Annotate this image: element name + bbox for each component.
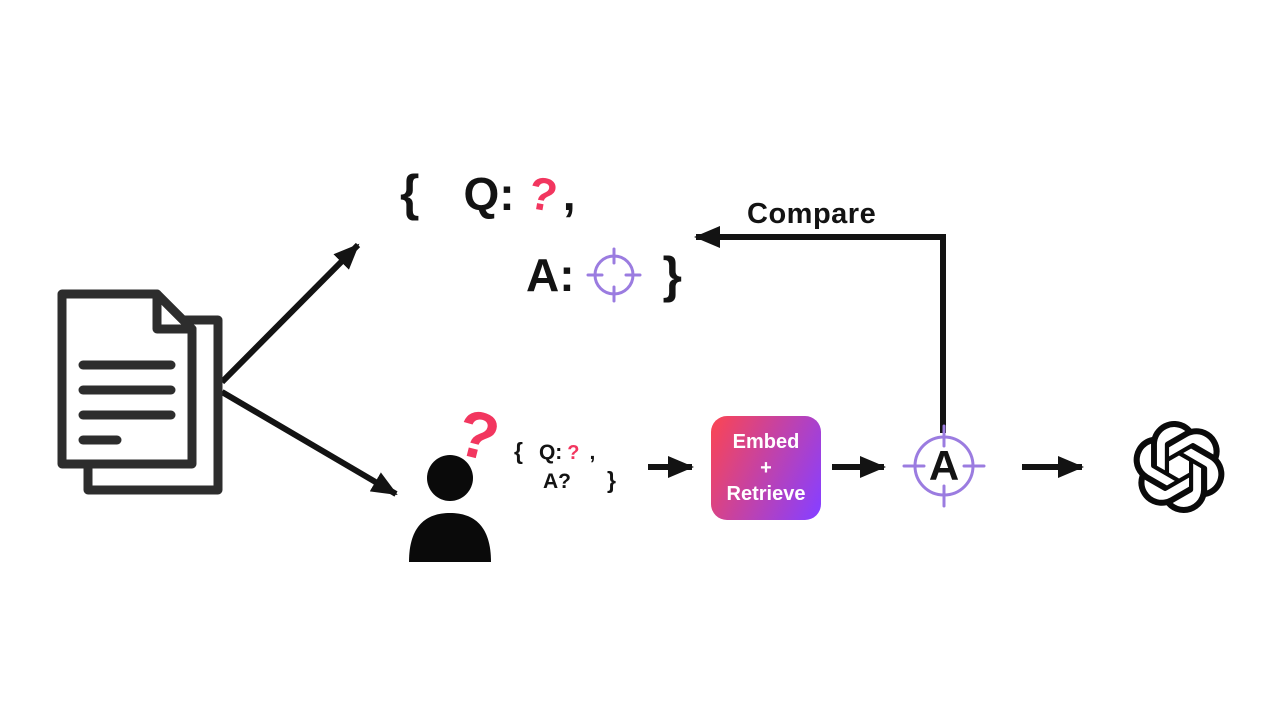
openai-logo-icon [1133, 421, 1225, 513]
user-query-question-row: { Q: ? , [514, 438, 596, 464]
front-page [57, 289, 197, 469]
question-mark-icon: ? [524, 165, 561, 223]
compare-label: Compare [747, 198, 877, 230]
qa-template-answer-row: A: } [526, 246, 682, 304]
retrieve-label: Retrieve [726, 483, 806, 505]
person-icon [409, 455, 491, 562]
arrow-doc-to-user [220, 389, 398, 497]
answer-target-icon: A [902, 424, 986, 508]
page-fold [152, 289, 197, 334]
open-brace: { [400, 165, 420, 221]
answer-letter: A [929, 442, 959, 489]
qa-template-question-row: { Q: ? , [400, 165, 576, 223]
document-stack-icon [57, 289, 223, 495]
close-brace: } [662, 247, 683, 303]
target-crosshair-icon [586, 247, 642, 303]
a-label: A? [543, 470, 571, 493]
a-label: A: [526, 249, 575, 301]
arrow-doc-to-template [219, 242, 361, 385]
plus-label: + [760, 457, 772, 479]
comma: , [589, 441, 596, 464]
compare-connector-arrow [694, 226, 946, 433]
open-brace: { [514, 438, 523, 464]
q-label: Q: [538, 441, 563, 464]
question-mark-icon: ? [449, 394, 507, 476]
embed-retrieve-box: Embed + Retrieve [711, 416, 821, 520]
question-mark-icon: ? [567, 442, 580, 464]
q-label: Q: [463, 168, 515, 220]
embed-label: Embed [732, 431, 800, 453]
comma: , [562, 168, 576, 220]
user-query-answer-row: A? } [543, 467, 616, 493]
close-brace: } [607, 467, 616, 493]
